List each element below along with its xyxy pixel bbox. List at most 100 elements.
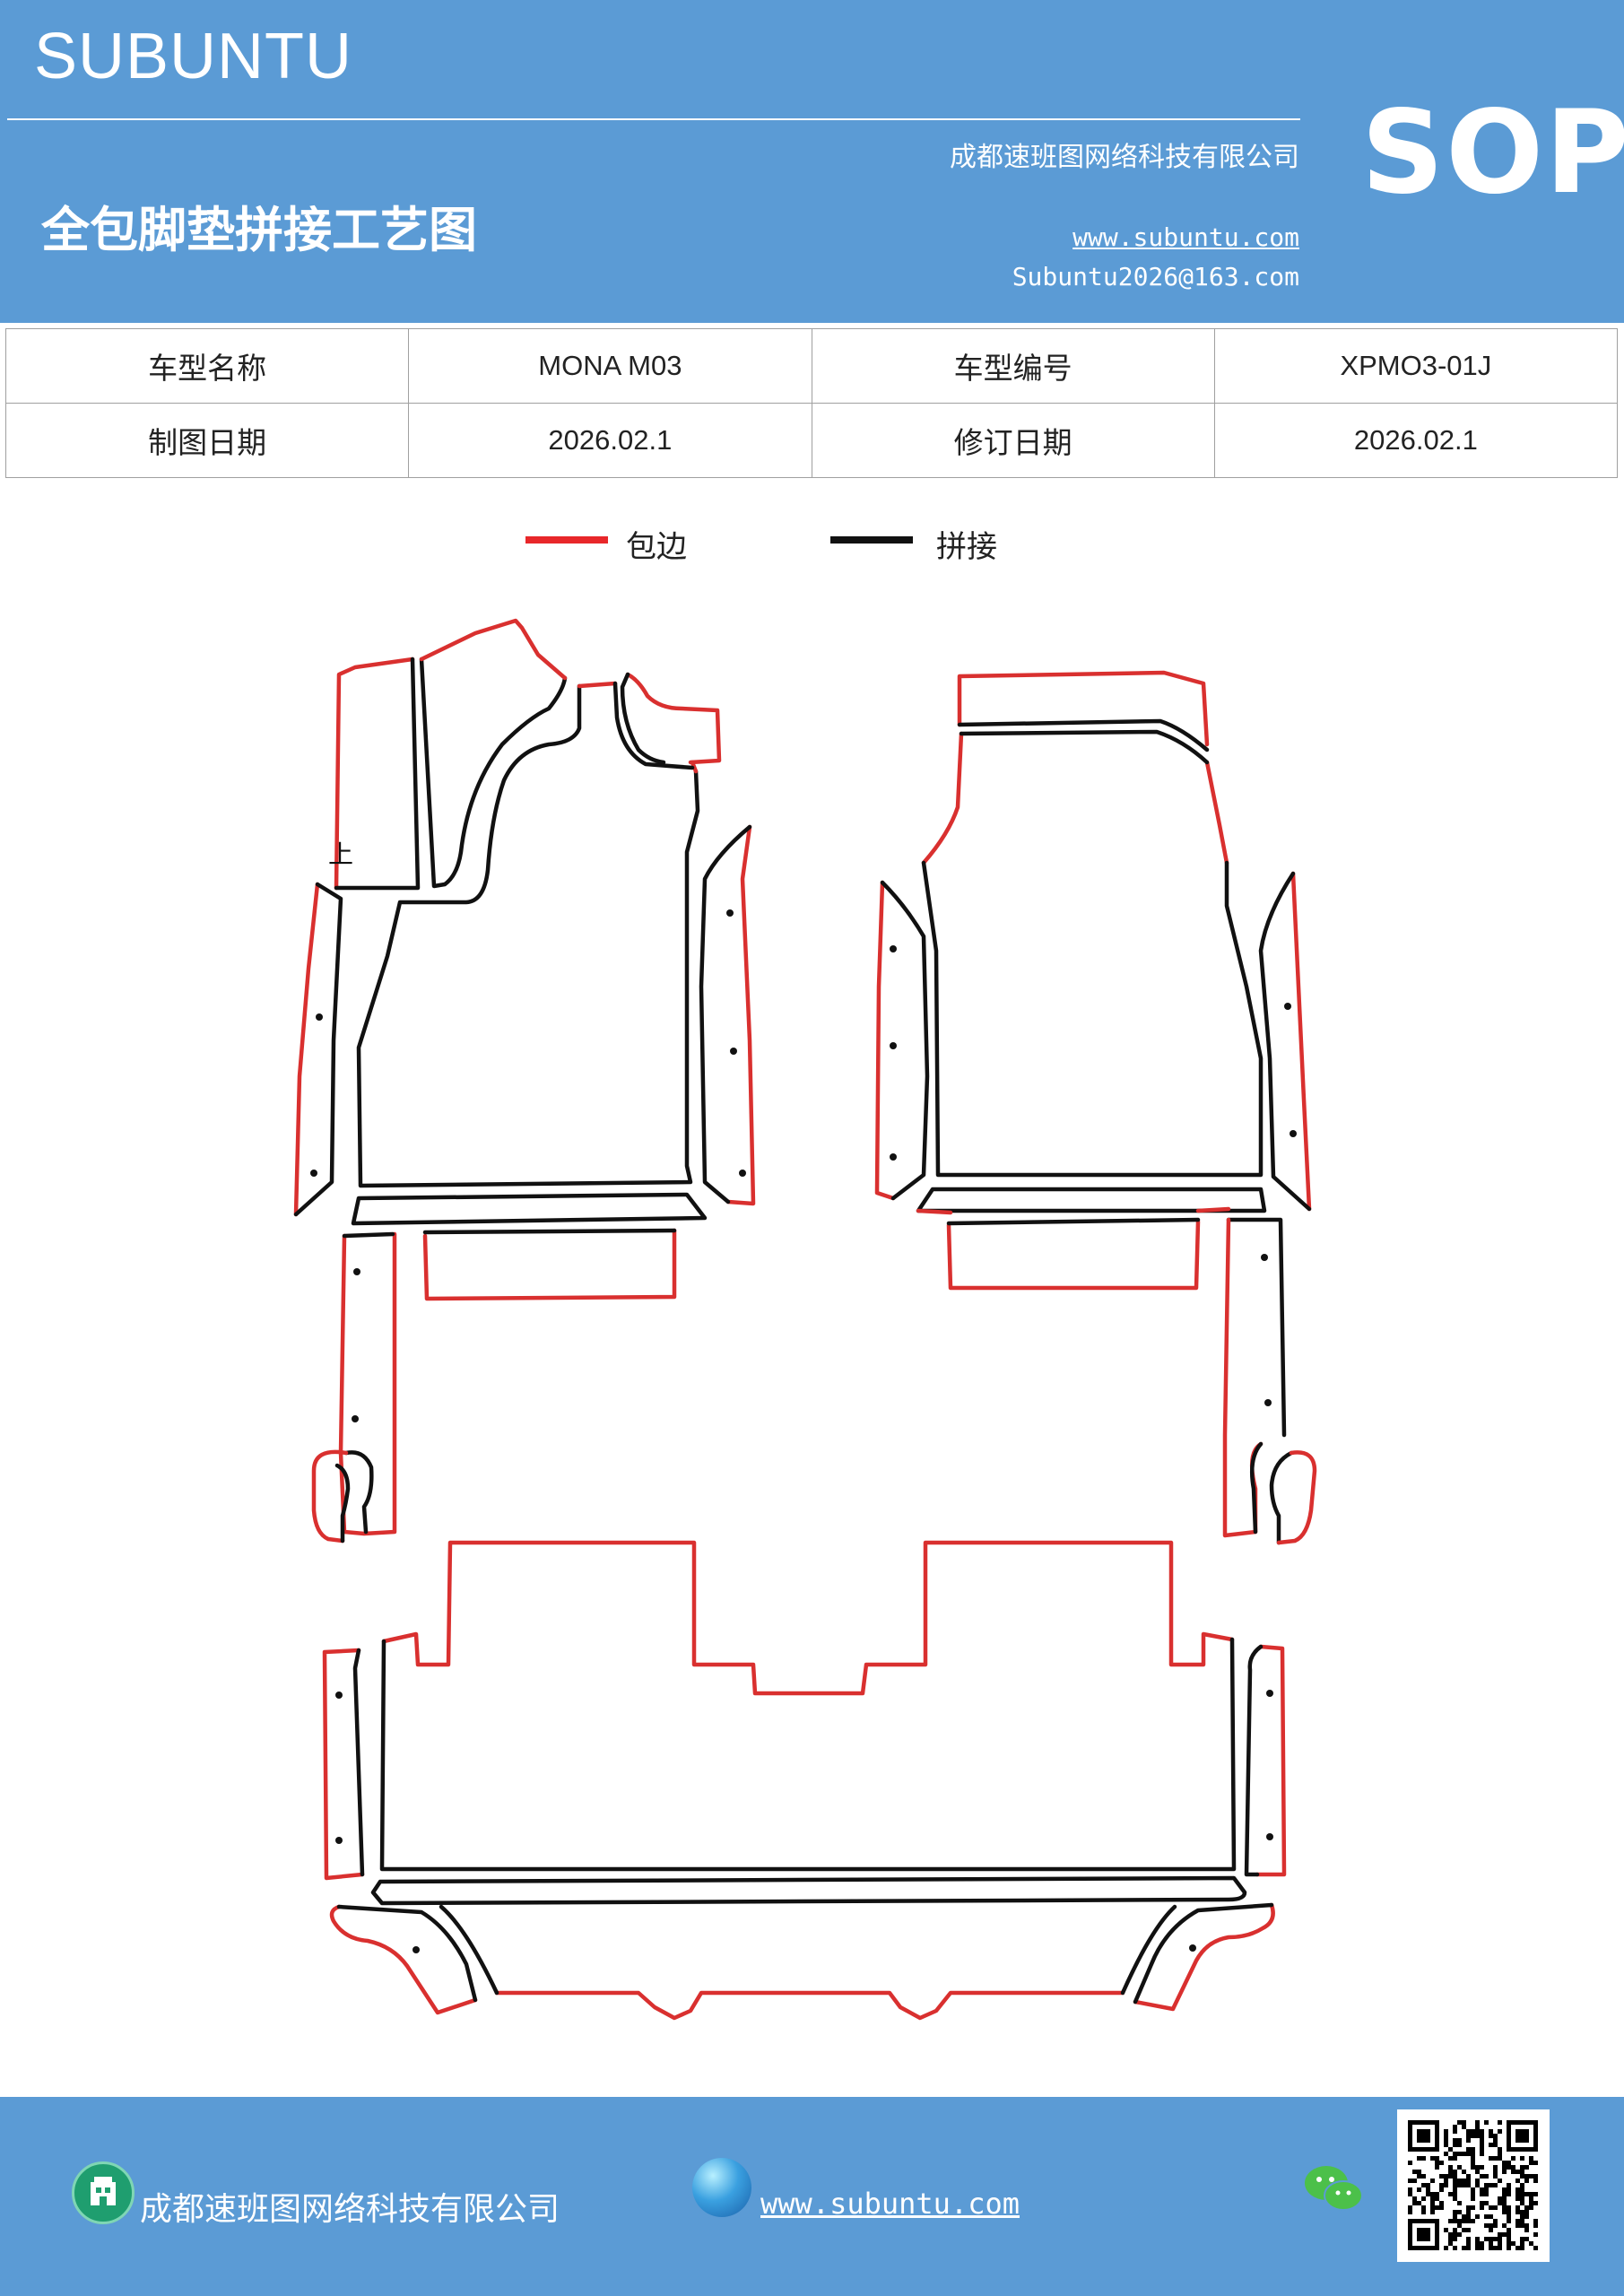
vehicle-info-table: 车型名称 MONA M03 车型编号 XPMO3-01J 制图日期 2026.0…: [4, 328, 1619, 478]
passenger-heel-pad-edge: [946, 1219, 1201, 1291]
rivet-dot: [890, 1042, 897, 1049]
rivet-dot: [352, 1415, 359, 1422]
rear-bottom-edge: [494, 1990, 1125, 2021]
rear-right-corner-edge: [1133, 1902, 1275, 2012]
driver-door-clip-inner: [334, 1463, 351, 1544]
driver-left-top-piece-edge: [334, 657, 415, 891]
driver-center-strip-seam: [419, 657, 568, 889]
page-title: 全包脚垫拼接工艺图: [41, 202, 477, 258]
legend-label-seam: 拼接: [936, 529, 997, 565]
passenger-upper-seam: [959, 729, 1210, 765]
driver-right-tab-seam: [620, 672, 666, 765]
rivet-dot: [1284, 1003, 1291, 1010]
rivet-dot: [353, 1268, 360, 1275]
website-link[interactable]: www.subuntu.com: [1073, 222, 1299, 252]
label-model-code: 车型编号: [811, 328, 1215, 404]
driver-door-clip-seam: [343, 1450, 374, 1535]
globe-icon: [692, 2158, 751, 2217]
rear-right-side-edge: [1255, 1644, 1287, 1877]
passenger-upper-edge: [921, 731, 1229, 865]
driver-right-tab-edge: [625, 672, 722, 765]
driver-right-side-seam: [699, 824, 752, 1205]
passenger-right-side-seam: [1258, 871, 1312, 1212]
driver-door-clip-edge: [311, 1449, 349, 1544]
rivet-dot: [413, 1946, 420, 1953]
legend: 包边 拼接: [0, 520, 1624, 574]
qr-code-icon: [1397, 2109, 1550, 2262]
value-model-name: MONA M03: [408, 328, 812, 404]
company-name: 成都速班图网络科技有限公司: [950, 142, 1299, 173]
rear-bottom-seam: [439, 1904, 1177, 1996]
passenger-left-side-seam: [880, 880, 930, 1201]
passenger-top-strip-seam: [957, 718, 1210, 752]
rear-left-corner-seam: [336, 1904, 478, 2003]
passenger-door-clip-seam: [1250, 1441, 1294, 1545]
driver-main-panel-seam: [356, 683, 700, 1188]
driver-left-side-seam: [293, 882, 343, 1217]
rivet-dot: [730, 1048, 737, 1055]
passenger-heel-pad-seam: [946, 1217, 1201, 1226]
rivet-dot: [1264, 1399, 1272, 1406]
rear-bottom-strip-seam: [370, 1875, 1247, 1906]
passenger-lower-right-seam: [1226, 1217, 1287, 1438]
driver-heel-pad-edge: [422, 1228, 677, 1301]
passenger-bottom-strip-edge: [916, 1206, 1231, 1215]
driver-lower-left-edge: [338, 1231, 397, 1536]
rivet-dot: [310, 1170, 317, 1177]
driver-left-top-piece-seam: [334, 657, 421, 891]
rear-right-side-seam: [1244, 1644, 1264, 1877]
rear-main-panel-seam: [379, 1637, 1237, 1872]
floor-mat-pattern: 上: [293, 618, 1317, 2021]
rivet-dot: [335, 1837, 343, 1844]
up-direction-mark: 上: [328, 839, 353, 869]
passenger-main-panel-seam: [921, 860, 1264, 1178]
driver-right-upper-seam: [612, 681, 695, 770]
rivet-dot: [1266, 1833, 1273, 1840]
legend-swatch-seam: [830, 536, 913, 544]
rivet-dot: [739, 1170, 746, 1177]
rear-left-corner-edge: [329, 1904, 478, 2015]
sop-badge: SOP: [1361, 86, 1624, 220]
passenger-right-side-edge: [1290, 871, 1312, 1212]
rivet-dot: [1290, 1130, 1297, 1137]
brand-name: SUBUNTU: [34, 21, 353, 92]
rivet-dot: [890, 945, 897, 952]
driver-left-side-edge: [293, 882, 320, 1217]
table-row: 车型名称 MONA M03 车型编号 XPMO3-01J: [4, 328, 1619, 404]
label-revision-date: 修订日期: [811, 403, 1215, 478]
rear-left-side-edge: [322, 1648, 365, 1881]
passenger-bottom-strip-seam: [916, 1187, 1267, 1213]
value-revision-date: 2026.02.1: [1213, 403, 1619, 478]
header-divider: [7, 118, 1300, 120]
rivet-dot: [1266, 1690, 1273, 1697]
footer-company-name: 成都速班图网络科技有限公司: [140, 2191, 560, 2228]
label-model-name: 车型名称: [4, 328, 410, 404]
driver-bottom-strip-seam: [351, 1192, 708, 1226]
rear-main-panel-edge: [381, 1540, 1235, 1696]
legend-label-edge: 包边: [626, 529, 687, 565]
label-draw-date: 制图日期: [4, 403, 410, 478]
table-row: 制图日期 2026.02.1 修订日期 2026.02.1: [4, 403, 1619, 478]
wechat-icon: [1302, 2161, 1365, 2215]
passenger-top-strip-edge: [957, 670, 1210, 747]
driver-top-panel-edge: [419, 618, 568, 681]
legend-swatch-edge: [525, 536, 608, 544]
building-icon: [72, 2161, 135, 2224]
passenger-left-side-edge: [874, 880, 896, 1201]
header-banner: SUBUNTU 成都速班图网络科技有限公司 全包脚垫拼接工艺图 www.subu…: [0, 0, 1624, 323]
value-model-code: XPMO3-01J: [1213, 328, 1619, 404]
driver-right-side-edge: [725, 824, 756, 1206]
footer-website-link[interactable]: www.subuntu.com: [760, 2187, 1020, 2221]
email-address: Subuntu2026@163.com: [1012, 262, 1299, 291]
value-draw-date: 2026.02.1: [408, 403, 812, 478]
rivet-dot: [890, 1153, 897, 1161]
rivet-dot: [726, 909, 734, 917]
rivet-dot: [335, 1692, 343, 1699]
rear-left-side-seam: [352, 1648, 365, 1877]
footer-banner: 成都速班图网络科技有限公司 www.subuntu.com: [0, 2097, 1624, 2296]
rear-right-corner-seam: [1133, 1902, 1274, 2005]
rivet-dot: [1189, 1944, 1196, 1952]
driver-heel-pad-seam: [422, 1228, 677, 1235]
rivet-dot: [316, 1013, 323, 1021]
passenger-door-clip-edge: [1276, 1450, 1317, 1545]
